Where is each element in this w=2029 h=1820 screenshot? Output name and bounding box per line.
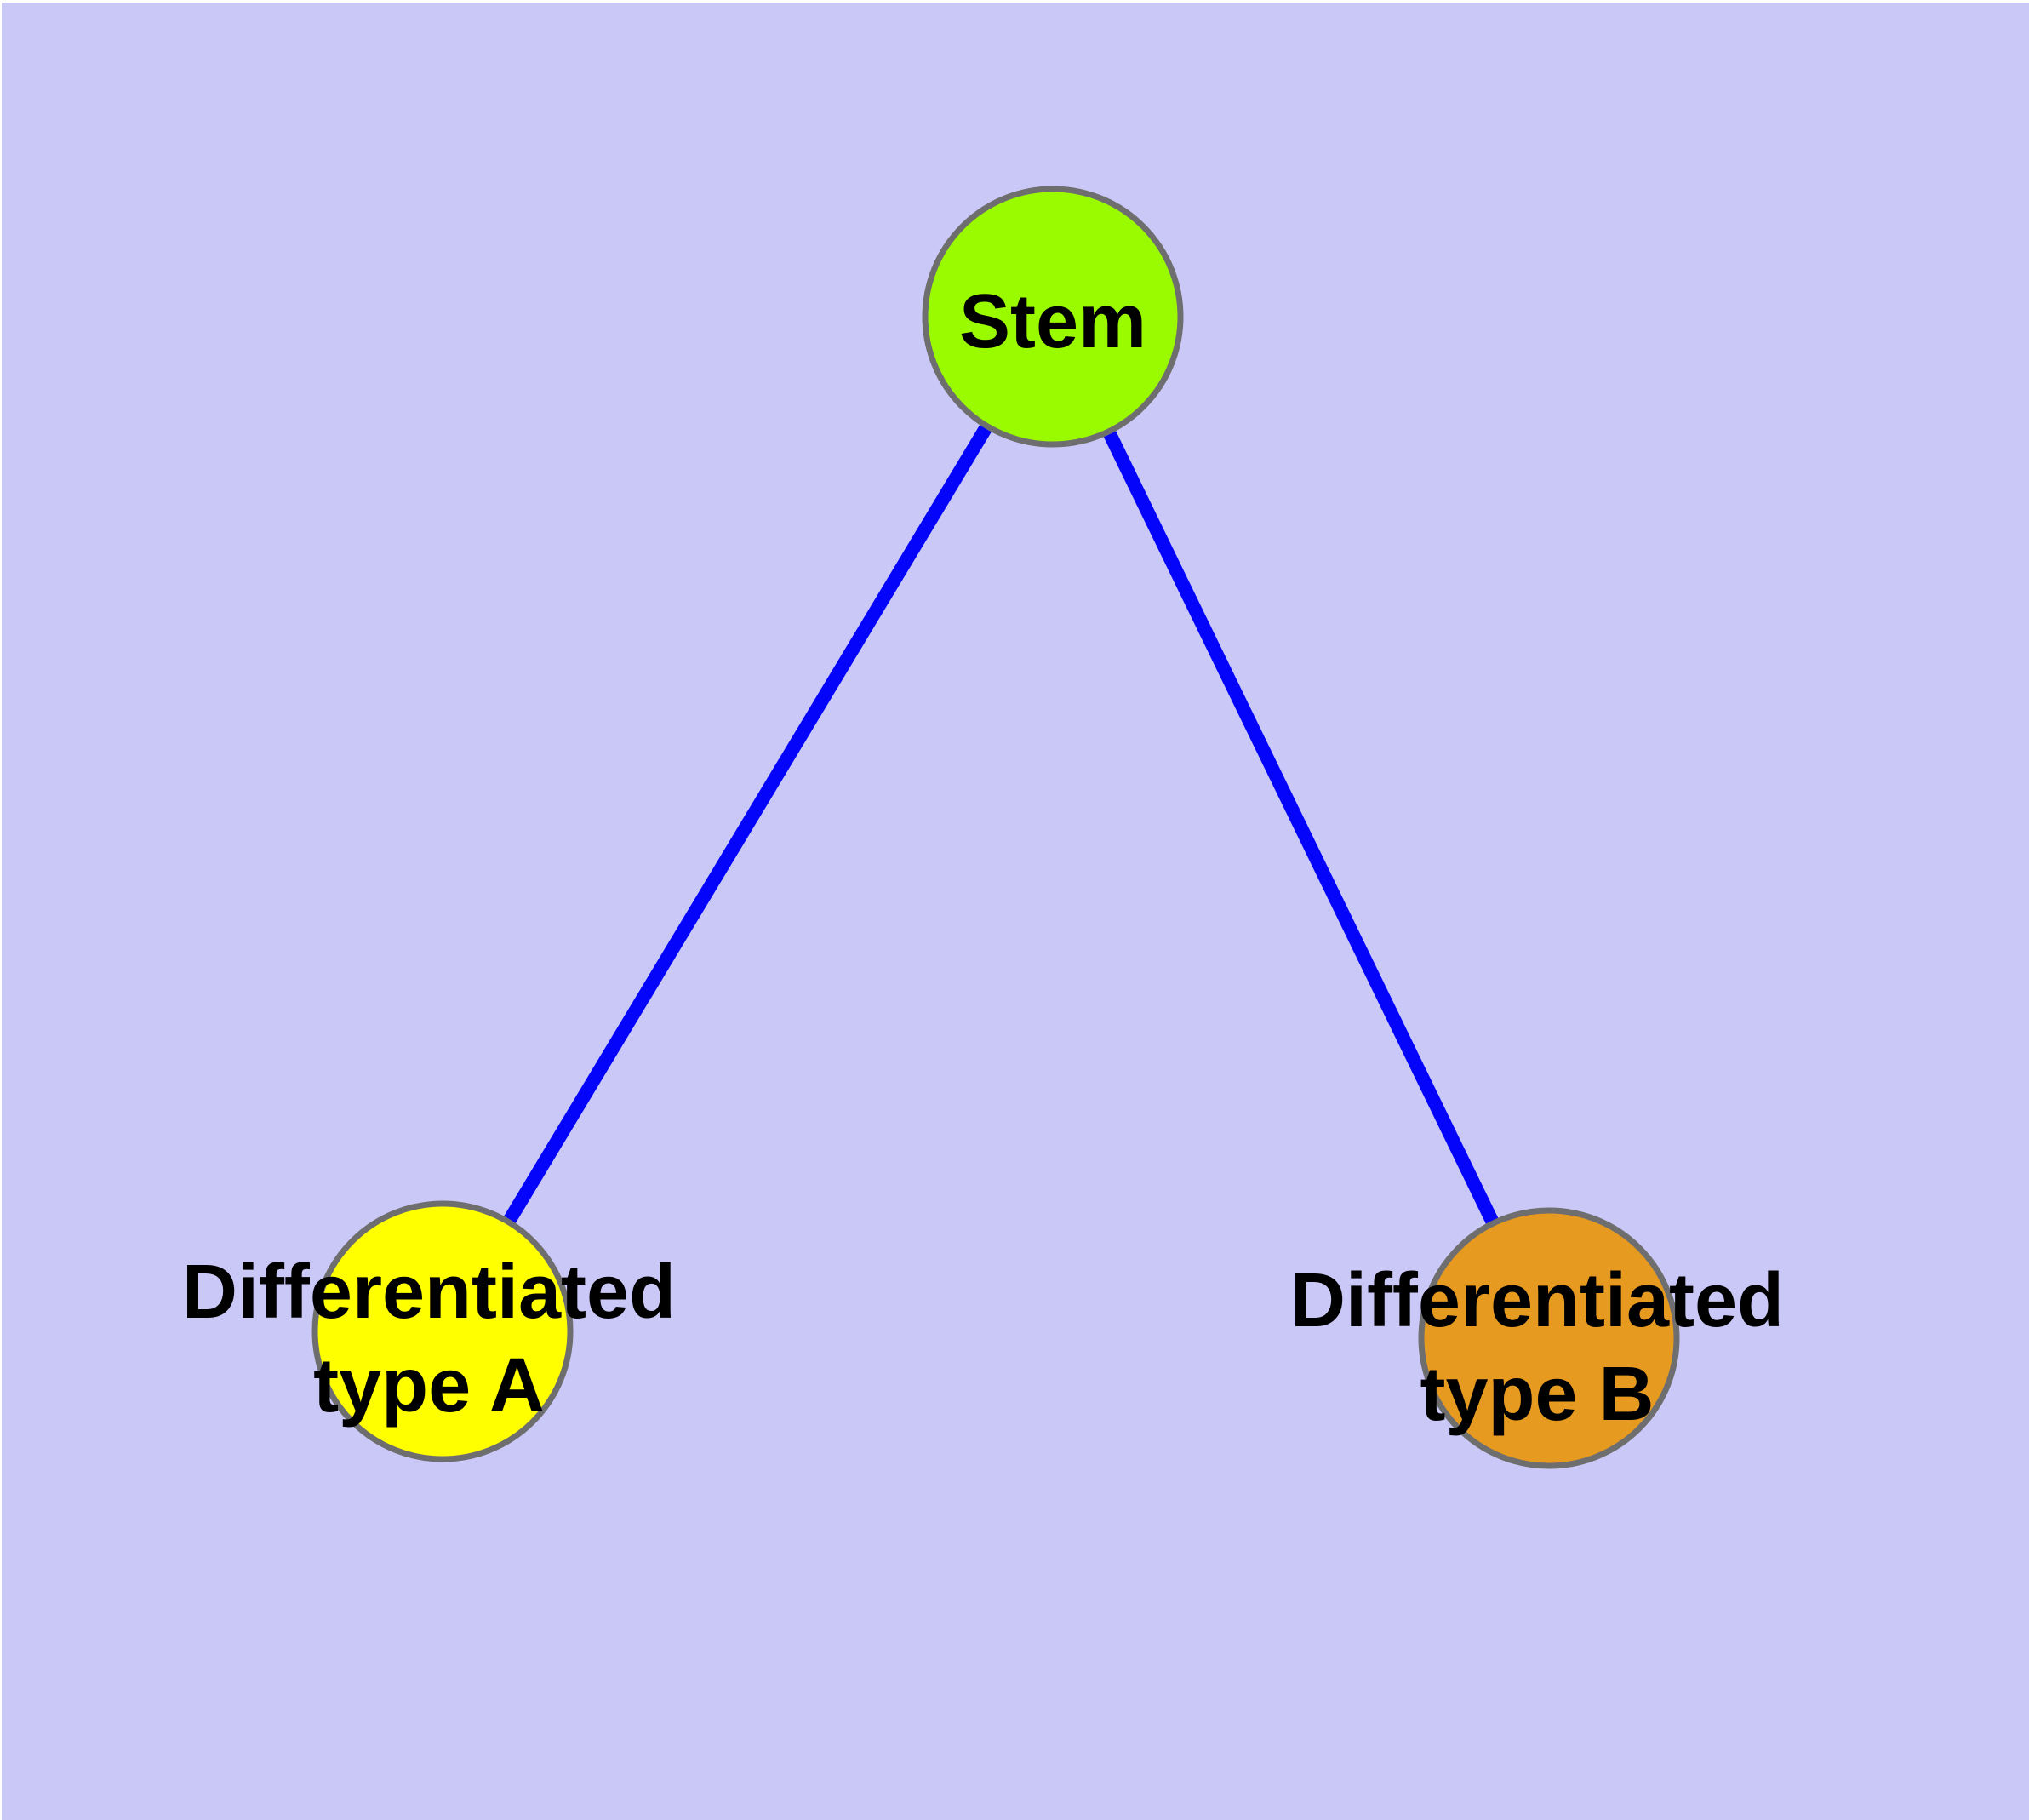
node-type-b-circle	[1418, 1207, 1680, 1469]
node-stem-circle	[922, 186, 1184, 448]
edge-stem-to-type-b	[1046, 313, 1556, 1342]
node-type-a-circle	[311, 1200, 574, 1462]
edge-group	[437, 312, 1556, 1342]
node-type-b-label-line2: type B	[1420, 1352, 1654, 1437]
edge-stem-to-type-a	[437, 312, 1059, 1336]
node-stem-label: Stem	[959, 279, 1146, 364]
node-type-a-label-line2: type A	[313, 1343, 545, 1428]
node-type-b-label-line1: Differentiated	[1290, 1258, 1784, 1343]
node-type-a-label-line1: Differentiated	[182, 1250, 676, 1335]
label-group: Stem Differentiated type A Differentiate…	[182, 279, 1784, 1437]
node-group	[311, 186, 1680, 1469]
